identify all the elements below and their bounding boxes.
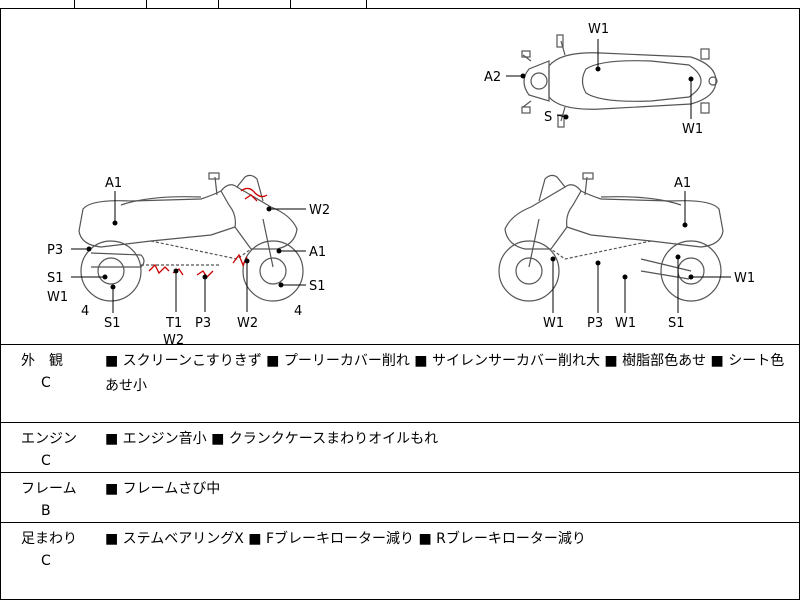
section-grade: C (41, 553, 51, 569)
section-suspension: 足まわり C ■ ステムベアリングX ■ Fブレーキローター減り ■ Rブレーキ… (0, 522, 800, 600)
section-grade: B (41, 503, 51, 519)
top-view-leaders (506, 39, 694, 120)
section-label: 足まわり (21, 531, 77, 547)
label-left-s1-right: S1 (309, 279, 326, 294)
label-right-p3: P3 (587, 316, 603, 331)
right-view-scooter (498, 172, 724, 302)
scooter-diagram-svg: W1 A2 S W1 (47, 22, 755, 345)
condition-sections: 外 観 C ■ スクリーンこすりきず ■ プーリーカバー削れ ■ サイレンサーカ… (0, 344, 800, 600)
label-left-w2-upper: W2 (309, 203, 330, 218)
label-left-4: 4 (81, 304, 89, 319)
label-left-p3-bottom: P3 (195, 316, 211, 331)
header-strip (0, 0, 800, 8)
section-label: 外 観 (21, 353, 63, 369)
condition-diagram: W1 A2 S W1 (0, 8, 800, 345)
label-left-w2-lower: W2 (237, 316, 258, 331)
header-cell (146, 0, 219, 8)
label-top-s: S (544, 110, 552, 125)
left-view-scooter (78, 172, 304, 302)
label-left-s1-bottom: S1 (104, 316, 121, 331)
section-grade: C (41, 375, 51, 391)
header-cell (218, 0, 291, 8)
label-right-w1-bottom-left: W1 (543, 316, 564, 331)
label-left-w1: W1 (47, 290, 68, 305)
label-top-w1: W1 (588, 22, 609, 37)
header-cell (74, 0, 147, 8)
label-left-t1: T1 (165, 316, 182, 331)
section-notes: ■ エンジン音小 ■ クランクケースまわりオイルもれ (105, 431, 439, 447)
label-left-4-right: 4 (294, 304, 302, 319)
left-view-leaders (71, 191, 306, 313)
label-right-a1: A1 (674, 176, 691, 191)
section-grade: C (41, 453, 51, 469)
section-frame: フレーム B ■ フレームさび中 (0, 472, 800, 522)
label-left-w2-bottom: W2 (163, 333, 184, 345)
section-notes: ■ ステムベアリングX ■ Fブレーキローター減り ■ Rブレーキローター減り (105, 531, 586, 547)
damage-marks-left (148, 187, 268, 279)
top-view-scooter (521, 34, 718, 128)
label-left-p3: P3 (47, 243, 63, 258)
right-view-leaders (550, 191, 731, 313)
section-appearance: 外 観 C ■ スクリーンこすりきず ■ プーリーカバー削れ ■ サイレンサーカ… (0, 344, 800, 422)
header-cell (290, 0, 367, 8)
header-cell (0, 0, 75, 8)
label-top-a2: A2 (484, 70, 501, 85)
label-left-a1: A1 (105, 176, 122, 191)
section-notes: ■ フレームさび中 (105, 481, 221, 497)
label-right-w1: W1 (734, 271, 755, 286)
section-notes: ■ スクリーンこすりきず ■ プーリーカバー削れ ■ サイレンサーカバー削れ大 … (105, 353, 785, 394)
label-right-w1-bottom-mid: W1 (615, 316, 636, 331)
label-right-s1: S1 (668, 316, 685, 331)
section-label: エンジン (21, 431, 77, 447)
section-label: フレーム (21, 481, 77, 497)
label-top-w1-right: W1 (682, 122, 703, 137)
label-left-a1-front: A1 (309, 245, 326, 260)
section-engine: エンジン C ■ エンジン音小 ■ クランクケースまわりオイルもれ (0, 422, 800, 472)
label-left-s1: S1 (47, 271, 64, 286)
